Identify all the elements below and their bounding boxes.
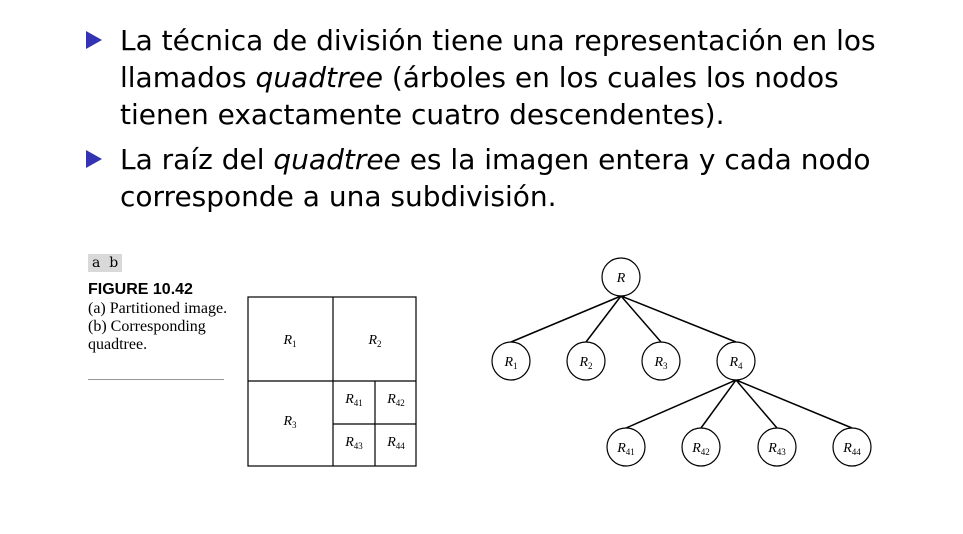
tree-edge [700,379,737,429]
figure-title: FIGURE 10.42 [88,281,193,298]
tree-edge [510,295,622,343]
bullet-text-part: (árboles en los cuales los nodos tienen … [120,61,839,131]
bullet-item: La técnica de división tiene una represe… [86,22,946,134]
tree-node-circle [641,341,681,381]
bullet-text-italic: quadtree [273,143,401,176]
region-label: R3 [282,414,297,430]
tree-node-label: R [616,271,626,286]
tree-node-level2: R41 [606,427,646,467]
figure-caption: (a) Partitioned image. (b) Corresponding… [88,300,228,353]
region-label: R42 [386,392,405,408]
tree-node-label: R44 [842,441,861,457]
tree-node-label: R1 [503,355,517,371]
tree-node-label: R42 [691,441,710,457]
caption-divider [88,379,224,380]
tree-node-circle [832,427,872,467]
bullet-item: La raíz del quadtree es la imagen entera… [86,141,946,216]
tree-node-level2: R42 [681,427,721,467]
tree-edge [735,379,853,429]
tree-edge [735,379,778,429]
tree-node-circle [606,427,646,467]
region-label: R2 [367,333,381,349]
region-label: R43 [344,435,363,451]
triangle-bullet-icon [86,31,102,49]
tree-edge [625,379,737,429]
tree-node-circle [601,257,641,297]
region-label: R1 [282,333,296,349]
bullet-text-part: La raíz del [120,143,274,176]
tree-node-circle [566,341,606,381]
tree-node-level1: R1 [491,341,531,381]
tree-node-circle [757,427,797,467]
tree-node-level2: R43 [757,427,797,467]
tree-root-node: R [601,257,641,297]
tree-node-label: R41 [616,441,635,457]
tree-node-circle [716,341,756,381]
bullet-text: La raíz del quadtree es la imagen entera… [120,141,920,215]
tree-node-level2: R44 [832,427,872,467]
triangle-bullet-icon [86,150,102,168]
figure-panel-tag: a b [88,254,123,272]
bullet-text-italic: quadtree [255,61,383,94]
tree-node-label: R2 [578,355,592,371]
tree-node-label: R4 [728,355,743,371]
tree-node-label: R43 [767,441,786,457]
bullet-text: La técnica de división tiene una represe… [120,22,920,133]
tree-node-level1: R2 [566,341,606,381]
tree-node-circle [681,427,721,467]
tree-edge [620,295,737,343]
tree-node-label: R3 [653,355,668,371]
tree-node-level1: R3 [641,341,681,381]
bullet-text-part: La técnica de división tiene una represe… [120,24,876,94]
tree-edge [620,295,662,343]
tree-node-level1: R4 [716,341,756,381]
region-label: R44 [386,435,405,451]
tree-edge [585,295,622,343]
region-label: R41 [344,392,363,408]
tree-node-circle [491,341,531,381]
bullet-text-part: es la imagen entera y cada nodo correspo… [120,143,871,213]
